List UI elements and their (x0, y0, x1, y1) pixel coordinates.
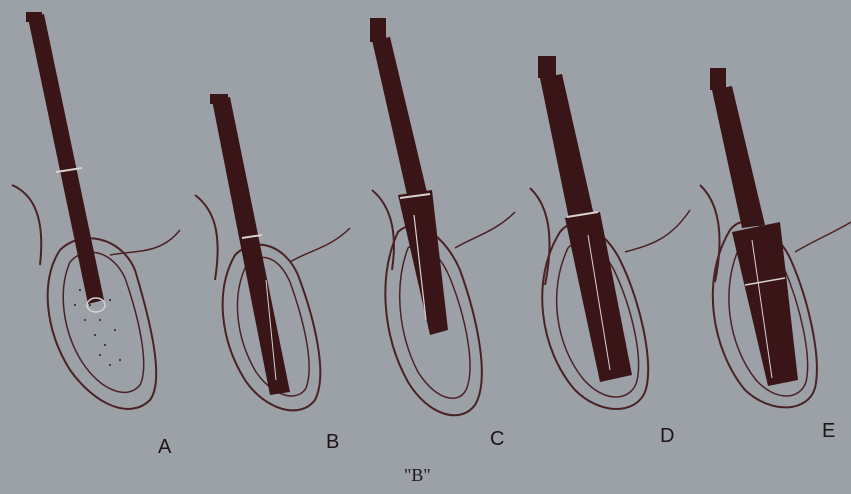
gum-line-right (455, 212, 515, 248)
instrument-cap (538, 56, 556, 78)
panel-label-b: B (326, 431, 339, 454)
gum-line-right (795, 222, 851, 252)
socket-inner-outline (63, 252, 143, 392)
gum-line (372, 190, 394, 270)
panel-d-drawing (530, 56, 690, 409)
instrument-shaft (540, 74, 595, 224)
panel-e-drawing (700, 68, 851, 407)
instrument-cap (210, 94, 228, 104)
gum-line-right (290, 228, 350, 262)
instrument-blade (398, 190, 448, 335)
instrument-shaft (212, 97, 290, 395)
figure-caption: "B" (404, 465, 431, 486)
panel-c-drawing (370, 18, 515, 415)
panel-label-c: C (490, 428, 504, 451)
panel-label-d: D (660, 425, 674, 448)
gum-line (700, 185, 720, 282)
panel-label-a: A (158, 436, 171, 459)
instrument-shaft (28, 14, 104, 304)
gum-line (530, 188, 550, 285)
instrument-cap (370, 18, 386, 42)
panel-b-drawing (195, 94, 350, 410)
panel-label-e: E (822, 420, 835, 443)
instrument-shaft (372, 37, 430, 208)
instrument-cap (710, 68, 726, 90)
instrument-blade (732, 222, 798, 386)
instrument-cap (26, 12, 42, 22)
instrument-shaft (712, 86, 765, 228)
panel-a-drawing (12, 12, 180, 409)
gum-line-right (625, 210, 690, 252)
gum-line (12, 185, 41, 265)
gum-line-right (110, 230, 180, 255)
gum-line (195, 195, 218, 280)
